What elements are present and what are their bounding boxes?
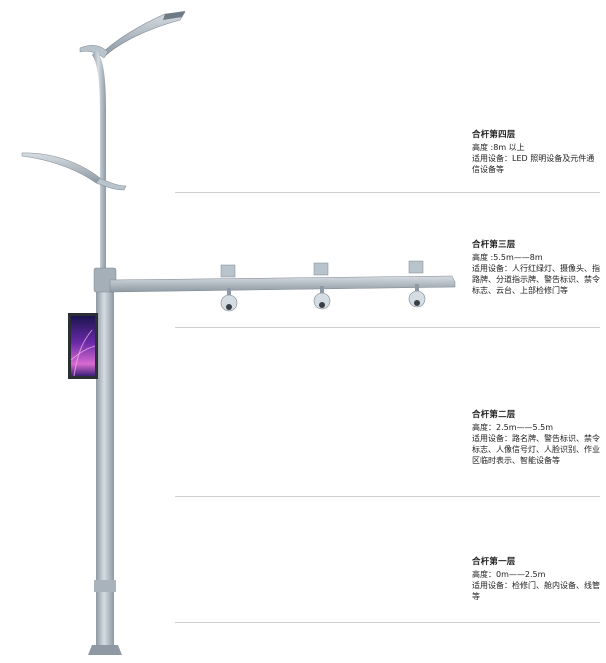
layer-height: 高度：2.5m——5.5m [472,423,554,432]
layer-2-info: 合杆第二层 高度：2.5m——5.5m 适用设备：路名牌、警告标识、禁令标志、人… [472,410,602,466]
upper-lamp-neck [92,50,106,270]
layer-1-info: 合杆第一层 高度：0m——2.5m 适用设备：检修门、舱内设备、线管等 [472,557,602,602]
layer-title: 合杆第二层 [472,410,516,420]
layer-equipment: 适用设备：LED 照明设备及元件通信设备等 [472,154,595,174]
camera-icon [313,286,331,310]
layer-title: 合杆第一层 [472,557,516,567]
layer-4-info: 合杆第四层 高度 :8m 以上 适用设备：LED 照明设备及元件通信设备等 [472,130,602,175]
layer-height: 高度 :5.5m——8m [472,253,543,262]
layer-equipment: 适用设备：人行红绿灯、摄像头、指路牌、分道指示牌、警告标识、禁令标志、云台、上部… [472,264,600,295]
layer-divider [175,327,600,328]
street-lamp-icon [21,152,127,191]
layer-height: 高度：0m——2.5m [472,570,546,579]
layer-title: 合杆第三层 [472,240,516,250]
layer-title: 合杆第四层 [472,130,516,140]
signal-box [220,260,424,278]
layer-divider [175,192,600,193]
camera-icon [408,284,426,308]
camera-icon [220,288,238,312]
pole-joint-lower [94,580,116,592]
layer-equipment: 适用设备：检修门、舱内设备、线管等 [472,581,600,601]
display-screen-icon [68,313,98,379]
layer-3-info: 合杆第三层 高度 :5.5m——8m 适用设备：人行红绿灯、摄像头、指路牌、分道… [472,240,602,296]
street-lamp-icon [79,11,186,59]
layer-divider [175,496,600,497]
layer-equipment: 适用设备：路名牌、警告标识、禁令标志、人像信号灯、人脸识别、作业区临时表示、智能… [472,434,600,465]
main-pole [96,270,114,650]
layer-divider [175,622,600,623]
layer-height: 高度 :8m 以上 [472,143,525,152]
pole-base [88,645,122,655]
horizontal-arm [109,275,456,293]
